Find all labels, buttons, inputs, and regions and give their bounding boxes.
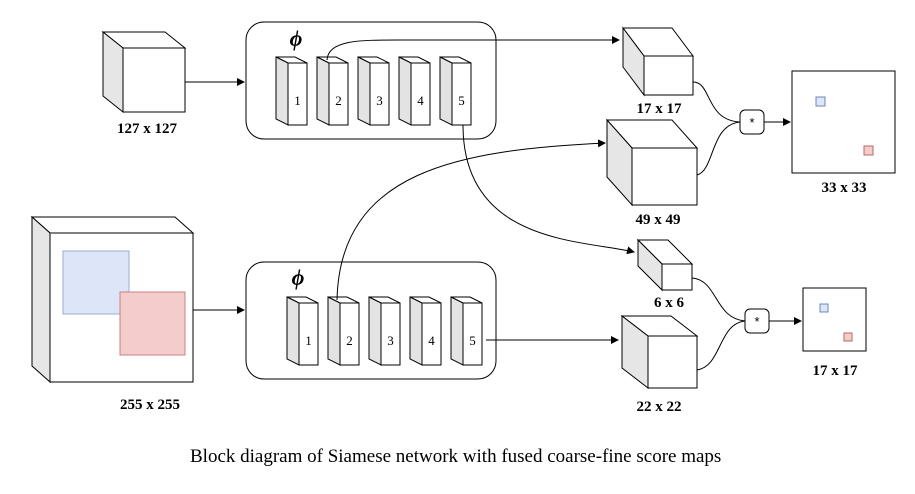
lower-map-blue-peak [819, 303, 829, 313]
exemplar-size-label: 127 x 127 [117, 121, 178, 137]
top-conv-block-2-label: 2 [335, 93, 342, 108]
upper-score-map [791, 70, 896, 174]
lower-op-symbol: * [754, 314, 759, 329]
upper-op-symbol: * [749, 115, 754, 130]
figure-caption: Block diagram of Siamese network with fu… [190, 446, 721, 467]
coarse-search-to-op-curve [696, 320, 746, 371]
top-conv-block-5: 5 [439, 56, 472, 126]
bottom-conv-block-4: 4 [409, 296, 442, 366]
top-conv-block-3-label: 3 [376, 93, 383, 108]
top-conv-block-4-label: 4 [417, 93, 424, 108]
search-coarse-size-label: 22 x 22 [637, 399, 682, 415]
bottom-conv-block-3: 3 [368, 296, 401, 366]
upper-map-blue-peak [815, 96, 826, 107]
top-coarse-feature-cube [636, 238, 694, 292]
top-coarse-size-label: 6 x 6 [654, 295, 685, 311]
top-fine-size-label: 17 x 17 [637, 101, 683, 117]
bottom-conv-block-1-label: 1 [305, 333, 312, 348]
fine-search-to-op-curve [696, 121, 741, 176]
bottom-branch-phi: ϕ [292, 265, 305, 290]
bottom-conv-block-2-label: 2 [346, 333, 353, 348]
search-red-region [119, 291, 186, 356]
top-conv-block-3: 3 [357, 56, 390, 126]
top-branch-phi: ϕ [290, 26, 303, 51]
search-size-label: 255 x 255 [120, 397, 180, 413]
bottom-conv-block-1: 1 [286, 296, 319, 366]
coarse-exemplar-to-op-curve [691, 277, 746, 322]
top-conv-block-5-label: 5 [458, 93, 465, 108]
top-block5-to-coarse-arrow [462, 124, 635, 255]
bottom-conv-block-5: 5 [450, 296, 483, 366]
bottom-conv-block-2: 2 [327, 296, 360, 366]
lower-map-red-peak [843, 332, 853, 342]
bottom-conv-blocks: 1 2 3 4 5 [286, 296, 483, 366]
upper-output-size-label: 33 x 33 [822, 180, 867, 196]
search-input-cube [30, 215, 195, 384]
bottom-block2-to-fine-arrow [336, 139, 606, 301]
top-fine-feature-cube [622, 26, 694, 97]
upper-map-red-peak [863, 145, 874, 156]
bottom-conv-block-4-label: 4 [428, 333, 435, 348]
top-block2-to-fine-arrow [326, 36, 620, 61]
top-conv-block-4: 4 [398, 56, 431, 126]
top-conv-block-2: 2 [316, 56, 349, 126]
lower-output-size-label: 17 x 17 [813, 363, 859, 379]
top-conv-block-1-label: 1 [294, 93, 301, 108]
search-fine-size-label: 49 x 49 [636, 212, 681, 228]
bottom-conv-block-3-label: 3 [387, 333, 394, 348]
search-coarse-feature-cube [620, 314, 699, 390]
top-conv-block-1: 1 [275, 56, 308, 126]
lower-score-map [802, 287, 867, 352]
top-conv-blocks: 1 2 3 4 5 [275, 56, 472, 126]
fine-exemplar-to-op-curve [692, 81, 741, 123]
search-fine-feature-cube [605, 118, 699, 207]
exemplar-input-cube [101, 30, 187, 114]
search-blue-region [62, 250, 130, 315]
bottom-conv-block-5-label: 5 [469, 333, 476, 348]
